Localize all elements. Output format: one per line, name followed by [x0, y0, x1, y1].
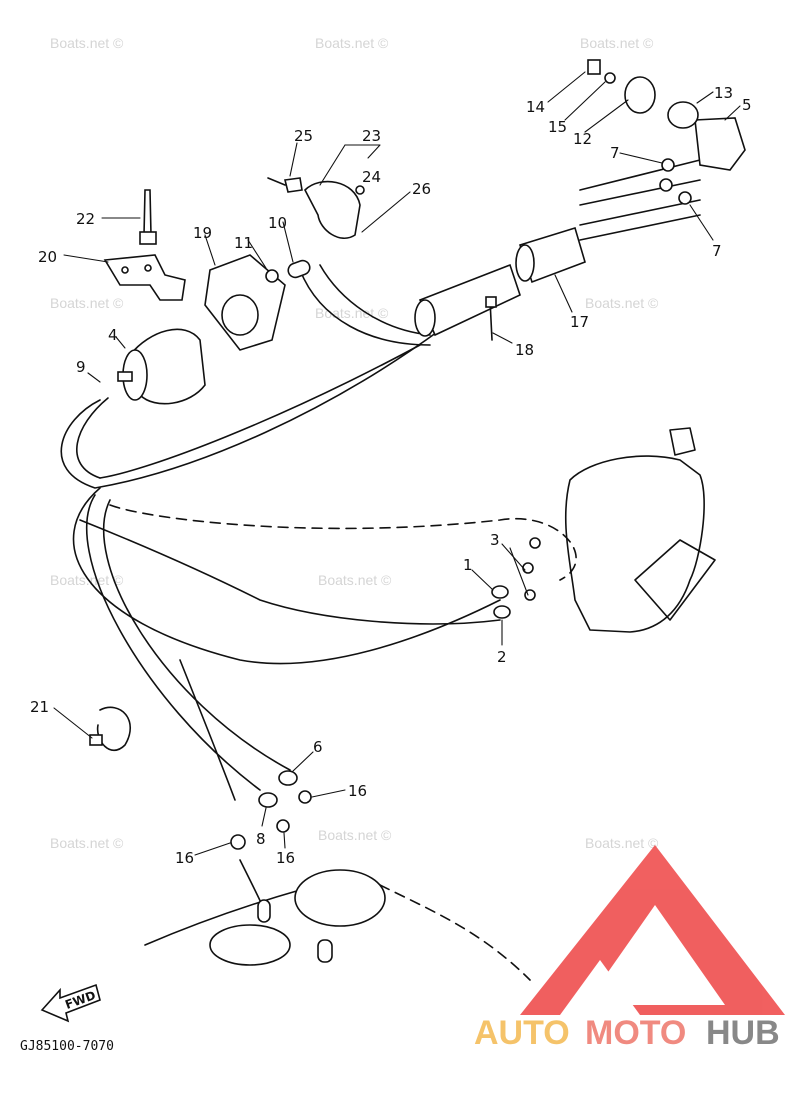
watermark-text: Boats.net ©: [315, 305, 389, 321]
watermark-text: Boats.net ©: [318, 827, 392, 843]
hose-clamp-large: [304, 180, 365, 239]
watermark-text: Boats.net ©: [50, 295, 124, 311]
automotohub-logo-mark: [520, 845, 785, 1015]
callout-18: 18: [515, 341, 534, 359]
fuel-separator: [414, 226, 586, 337]
fuel-tank-pickup: [209, 790, 386, 966]
callout-14: 14: [526, 98, 545, 116]
callout-25: 25: [294, 127, 313, 145]
fwd-arrow: FWD: [40, 983, 101, 1023]
hose-ends-bottom: [258, 770, 298, 808]
hose-joint: [265, 259, 311, 283]
watermark-text: Boats.net ©: [318, 572, 392, 588]
callout-3: 3: [490, 531, 500, 549]
callout-13: 13: [714, 84, 733, 102]
watermark-text: Boats.net ©: [50, 835, 124, 851]
watermark-text: Boats.net ©: [585, 295, 659, 311]
callout-24: 24: [362, 168, 381, 186]
callout-22: 22: [76, 210, 95, 228]
callout-9: 9: [76, 358, 86, 376]
callout-19: 19: [193, 224, 212, 242]
callout-17: 17: [570, 313, 589, 331]
watermark-text: Boats.net ©: [50, 35, 124, 51]
drawing-code: GJ85100-7070: [20, 1039, 114, 1054]
callout-21: 21: [30, 698, 49, 716]
tie-band: [485, 296, 497, 341]
filter-bracket: [204, 254, 286, 351]
callout-20: 20: [38, 248, 57, 266]
watermark-text: Boats.net ©: [50, 572, 124, 588]
callout-8: 8: [256, 830, 266, 848]
callout-11: 11: [234, 234, 253, 252]
leader-lines: [53, 71, 741, 856]
callout-16a: 16: [175, 849, 194, 867]
fitting: [267, 177, 303, 193]
logo-text-moto: MOTO: [585, 1014, 686, 1052]
watermark-text: Boats.net ©: [585, 835, 659, 851]
automotohub-logo-text: AUTO MOTO HUB: [474, 1014, 780, 1052]
callout-26: 26: [412, 180, 431, 198]
logo-text-auto: AUTO: [474, 1014, 570, 1052]
engine-outline: [522, 427, 716, 633]
fuel-filter: [117, 328, 206, 405]
logo-text-hub: HUB: [706, 1014, 780, 1052]
fuel-cock-assembly: [587, 59, 746, 171]
callout-4: 4: [108, 326, 118, 344]
callout-6: 6: [313, 738, 323, 756]
callout-12: 12: [573, 130, 592, 148]
fwd-label: FWD: [63, 988, 97, 1012]
callout-16c: 16: [348, 782, 367, 800]
callout-2: 2: [497, 648, 507, 666]
callout-7a: 7: [610, 144, 620, 162]
screw: [139, 189, 157, 245]
callout-10: 10: [268, 214, 287, 232]
watermark-text: Boats.net ©: [580, 35, 654, 51]
callout-15: 15: [548, 118, 567, 136]
mounting-plate: [103, 254, 186, 301]
callout-7b: 7: [712, 242, 722, 260]
callout-5: 5: [742, 96, 752, 114]
hose-band: [89, 706, 131, 752]
watermarks: Boats.net © Boats.net © Boats.net © Boat…: [50, 35, 659, 851]
callout-16b: 16: [276, 849, 295, 867]
hose-clips: [659, 158, 692, 205]
callout-1: 1: [463, 556, 473, 574]
hose-ends: [491, 585, 511, 619]
watermark-text: Boats.net ©: [315, 35, 389, 51]
hoses: [60, 159, 701, 981]
callout-23: 23: [362, 127, 381, 145]
callout-numbers: 1 2 3 4 5 6 7 7 8 9 10 11 12 13 14 15 16…: [30, 84, 752, 867]
